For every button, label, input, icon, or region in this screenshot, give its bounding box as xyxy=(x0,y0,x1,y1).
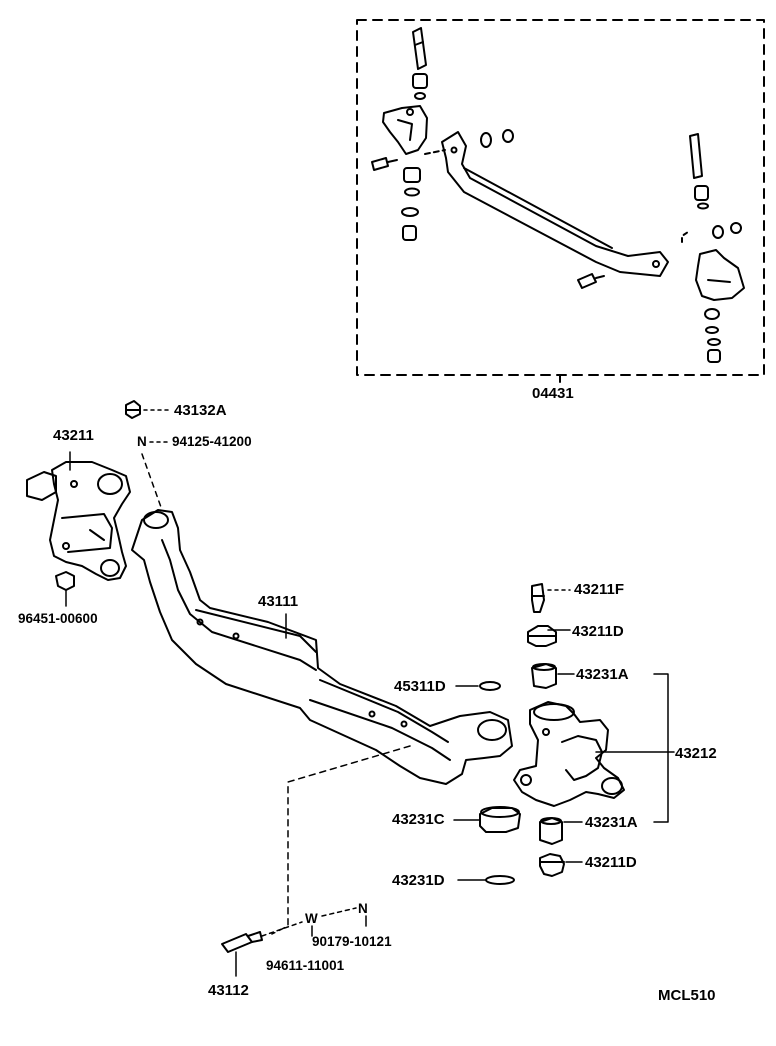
label-oring-45311d: 45311D xyxy=(394,678,446,695)
kit-king-pin-right xyxy=(681,133,745,363)
steering-arm-43211 xyxy=(26,451,131,581)
plug-43211d-upper xyxy=(527,625,557,647)
label-bolt-43132a: 43132A xyxy=(174,402,227,419)
bolt-43132a xyxy=(125,400,171,511)
label-knuckle-43212: 43212 xyxy=(675,745,717,762)
marker-w: W xyxy=(305,911,318,926)
fitting-96451 xyxy=(55,571,75,607)
label-fitting-96451: 96451-00600 xyxy=(18,611,98,626)
shim-43231d xyxy=(485,875,515,885)
king-pin-leader xyxy=(271,745,411,935)
marker-n-top: N xyxy=(137,434,147,449)
label-shim-43231d: 43231D xyxy=(392,872,445,889)
oring-45311d xyxy=(479,681,501,691)
label-nut-94611: 94611-11001 xyxy=(266,958,345,973)
label-axle-beam-43111: 43111 xyxy=(258,593,299,610)
label-bushing-43231a-lower: 43231A xyxy=(585,814,638,831)
label-plug-43211d-upper: 43211D xyxy=(572,623,624,640)
fitting-43211f xyxy=(531,583,571,613)
label-king-pin-43112: 43112 xyxy=(208,982,249,999)
leader-lines xyxy=(453,629,675,881)
label-arm-43211: 43211 xyxy=(53,427,94,444)
plug-43211d-lower xyxy=(539,853,565,877)
diagram-code: MCL510 xyxy=(658,987,716,1004)
label-nut-94125: 94125-41200 xyxy=(172,434,252,449)
label-bearing-43231c: 43231C xyxy=(392,811,445,828)
kit-inset xyxy=(356,19,765,383)
label-plug-43211d-lower: 43211D xyxy=(585,854,637,871)
kit-king-pin-left xyxy=(371,27,428,241)
bushing-43231a-upper xyxy=(531,663,557,689)
kit-axle-beam xyxy=(424,129,669,289)
axle-beam-43111 xyxy=(131,509,513,785)
bushing-43231a-lower xyxy=(539,817,563,845)
label-bushing-43231a-upper: 43231A xyxy=(576,666,629,683)
label-kit-04431: 04431 xyxy=(532,385,574,402)
bearing-43231c xyxy=(479,806,521,833)
knuckle-43212 xyxy=(513,701,625,807)
king-pin-43112 xyxy=(221,907,367,977)
label-fitting-43211f: 43211F xyxy=(574,581,625,598)
label-washer-90179: 90179-10121 xyxy=(312,934,392,949)
marker-n-bottom: N xyxy=(358,901,368,916)
